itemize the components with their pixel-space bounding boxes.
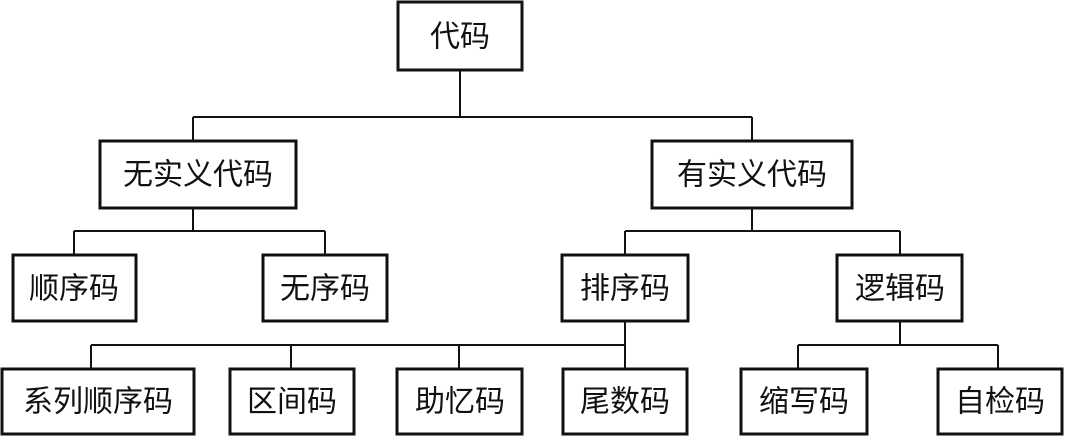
connectors-sorted (90, 321, 626, 369)
node-no-meaning: 无实义代码 (98, 139, 298, 210)
node-root-label: 代码 (430, 20, 490, 55)
node-interval: 区间码 (228, 367, 356, 436)
node-sequential-label: 顺序码 (29, 272, 119, 307)
connectors-meaningful (624, 208, 901, 255)
node-mnemonic-label: 助忆码 (415, 385, 505, 420)
node-self-check: 自检码 (936, 367, 1064, 436)
node-abbreviation-label: 缩写码 (759, 385, 849, 420)
node-meaningful-label: 有实义代码 (677, 158, 827, 193)
node-series-sequential-label: 系列顺序码 (23, 385, 173, 420)
node-sorted-label: 排序码 (580, 272, 670, 307)
node-no-meaning-label: 无实义代码 (123, 158, 273, 193)
node-interval-label: 区间码 (247, 385, 337, 420)
node-tail-digit: 尾数码 (561, 367, 689, 436)
node-tail-digit-label: 尾数码 (580, 385, 670, 420)
node-logical-label: 逻辑码 (855, 272, 945, 307)
node-root: 代码 (396, 0, 524, 72)
node-abbreviation: 缩写码 (739, 367, 869, 436)
node-logical: 逻辑码 (835, 253, 964, 323)
connectors-logical (797, 321, 999, 369)
node-unordered: 无序码 (261, 253, 389, 323)
node-sequential: 顺序码 (11, 253, 138, 323)
node-sorted: 排序码 (560, 253, 690, 323)
node-series-sequential: 系列顺序码 (0, 367, 196, 436)
node-mnemonic: 助忆码 (395, 367, 524, 436)
connectors-no-meaning (73, 208, 326, 255)
connectors-root (192, 70, 753, 141)
node-unordered-label: 无序码 (280, 272, 370, 307)
node-self-check-label: 自检码 (955, 385, 1045, 420)
node-meaningful: 有实义代码 (650, 139, 854, 210)
